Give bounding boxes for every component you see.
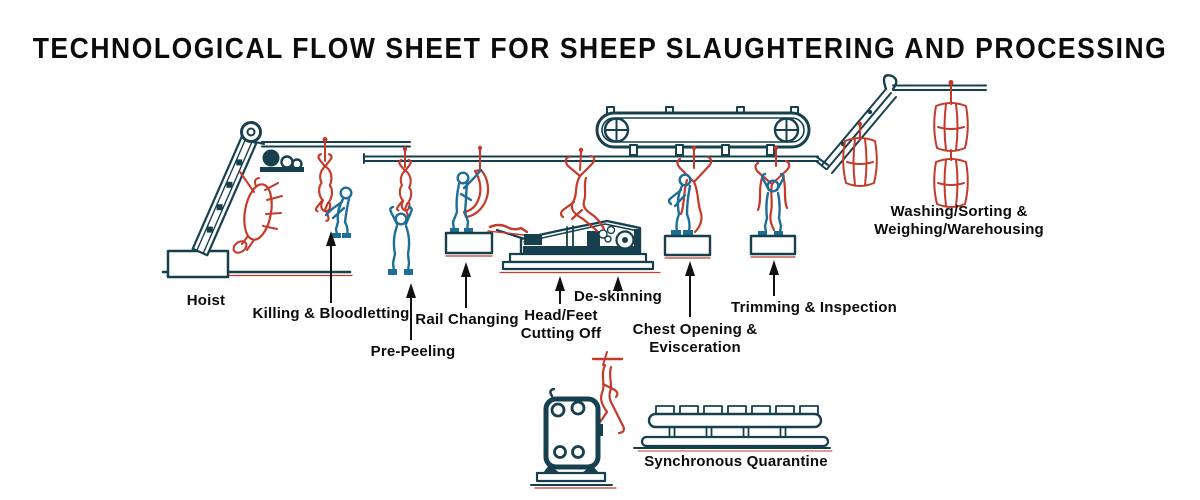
arrow-rail-changing — [461, 262, 471, 308]
station-chest-opening — [663, 145, 713, 259]
arrow-trimming — [769, 260, 779, 296]
skin-machine — [530, 351, 626, 489]
label-quarantine: Synchronous Quarantine — [644, 453, 828, 470]
label-chest-opening: Chest Opening & Evisceration — [632, 321, 758, 357]
station-rail-changing — [444, 145, 494, 257]
incline-rail — [815, 74, 987, 174]
quarantine-conveyor — [633, 405, 833, 452]
station-trimming — [749, 145, 797, 258]
label-rail-changing: Rail Changing — [415, 311, 519, 328]
label-de-skinning: De-skinning — [573, 288, 663, 305]
worker-chest-opening — [667, 173, 693, 235]
station-washing — [842, 80, 969, 208]
label-killing: Killing & Bloodletting — [252, 305, 410, 322]
hoist-machine — [161, 121, 353, 279]
deskinning-machine — [487, 219, 661, 274]
worker-killing — [324, 186, 353, 238]
label-washing: Washing/Sorting & Weighing/Warehousing — [874, 203, 1044, 239]
carcass-rail-changing — [462, 168, 490, 219]
arrow-pre-peeling — [406, 283, 416, 340]
chain-conveyor — [595, 106, 811, 156]
carcass-deskinning — [559, 147, 606, 233]
overhead-rail-1 — [261, 141, 411, 148]
rail-hook — [882, 74, 898, 91]
label-head-feet: Head/Feet Cutting Off — [520, 307, 602, 343]
sheep-on-hoist — [232, 171, 283, 254]
conveyor-wheel-left — [603, 117, 630, 143]
page-title: TECHNOLOGICAL FLOW SHEET FOR SHEEP SLAUG… — [32, 31, 1168, 65]
label-hoist: Hoist — [186, 292, 226, 309]
arrow-head-feet — [555, 276, 565, 304]
arrow-de-skinning — [613, 276, 623, 291]
label-pre-peeling: Pre-Peeling — [370, 343, 456, 360]
station-killing — [314, 137, 353, 238]
arrow-chest-opening — [685, 261, 695, 317]
worker-trimming — [758, 172, 785, 236]
label-trimming: Trimming & Inspection — [731, 299, 897, 316]
carcass-chest-opening — [676, 155, 713, 234]
conveyor-wheel-right — [773, 117, 800, 143]
station-pre-peeling — [388, 146, 413, 275]
arrow-killing — [326, 231, 336, 303]
worker-rail-changing — [450, 168, 483, 233]
worker-pre-peeling — [388, 205, 413, 275]
carcass-trimming — [754, 159, 791, 232]
